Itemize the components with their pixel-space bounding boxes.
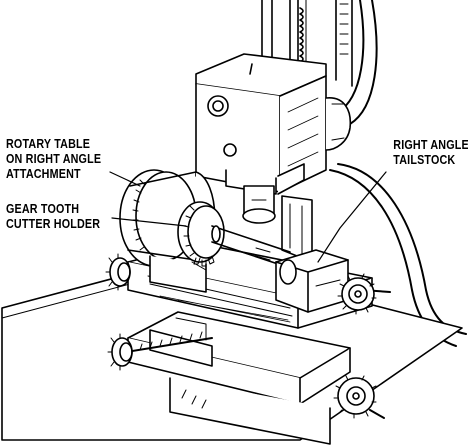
leader-lines [109, 171, 387, 263]
cross-slide [125, 311, 351, 445]
handwheel-right-upper [337, 273, 377, 315]
machine-column [261, 0, 353, 87]
handwheel-lower-left [107, 333, 133, 371]
handwheel-bottom-right [333, 375, 385, 419]
leader-rotary-table [109, 171, 141, 187]
label-rotary-table: ROTARY TABLE ON RIGHT ANGLE ATTACHMENT [6, 137, 102, 181]
label-right-angle-tailstock: RIGHT ANGLE TAILSTOCK [393, 138, 468, 167]
right-angle-tailstock [275, 249, 391, 313]
handwheel-left [105, 253, 131, 291]
label-gear-tooth-cutter-holder: GEAR TOOTH CUTTER HOLDER [6, 202, 101, 231]
leader-gear-tooth [111, 217, 187, 227]
leader-tailstock [317, 171, 387, 263]
gear-tooth-cutter-holder [177, 201, 291, 269]
headstock-block [195, 53, 352, 195]
spindle [242, 185, 313, 263]
